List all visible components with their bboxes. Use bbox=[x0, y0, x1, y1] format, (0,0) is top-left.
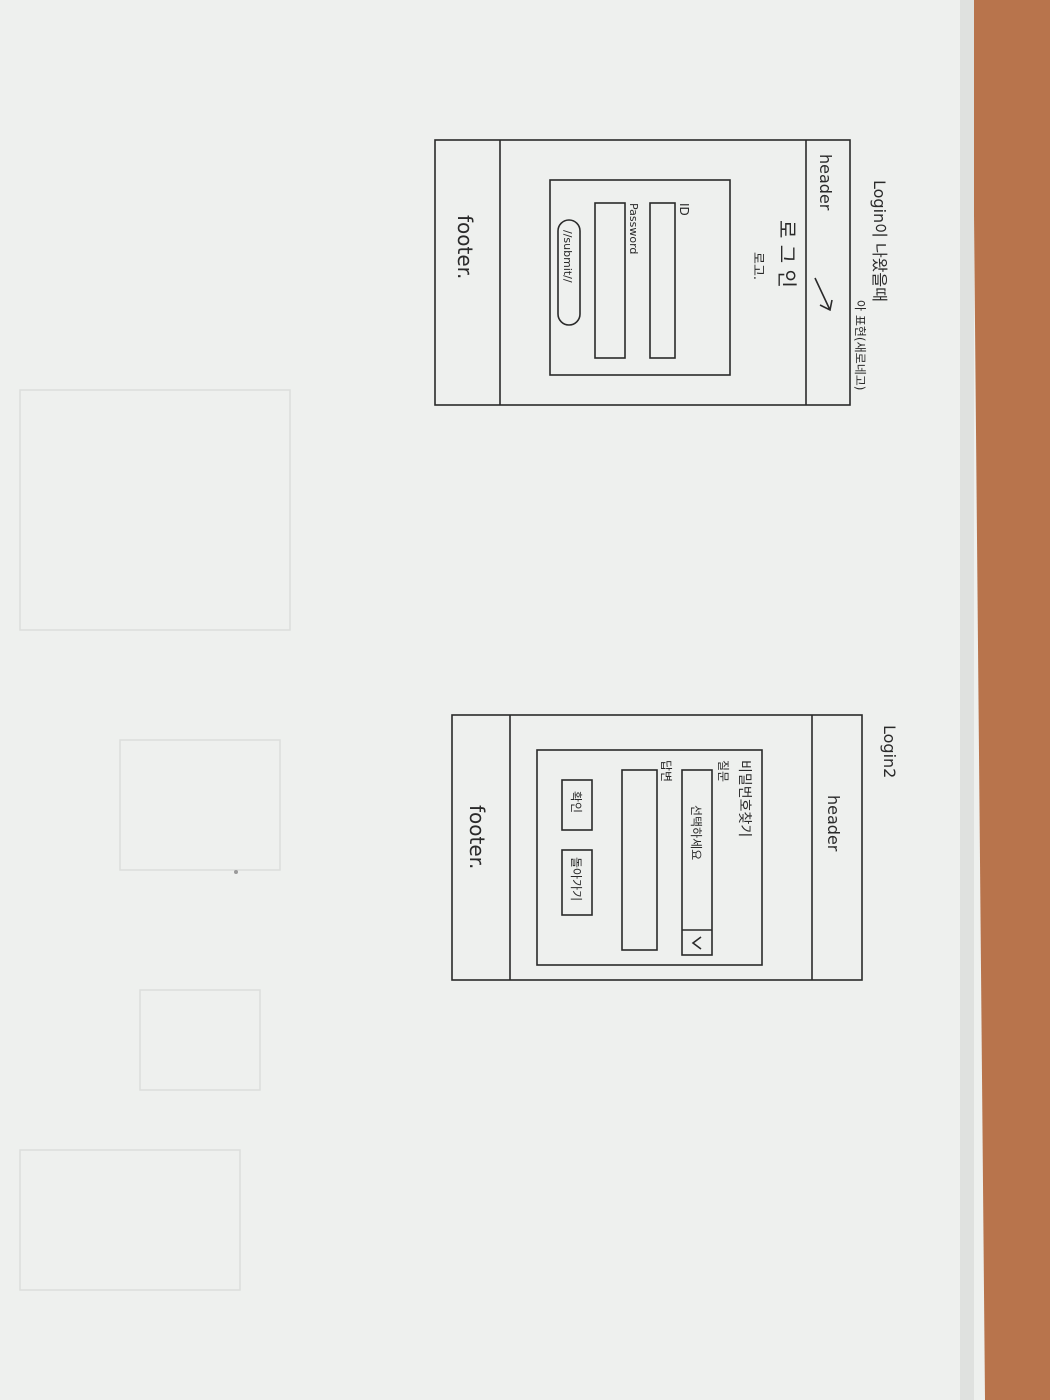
s1-id-input bbox=[649, 202, 676, 359]
s1-arrow bbox=[814, 277, 833, 312]
s2-page-frame bbox=[451, 714, 863, 981]
s2-footer-label: footer. bbox=[465, 805, 489, 869]
s1-heading-sub: 로고. bbox=[750, 252, 765, 280]
s1-title: Login이 나왔을때 bbox=[870, 180, 889, 302]
s2-heading: 비밀번호찾기 bbox=[736, 760, 752, 837]
pencil-dot bbox=[234, 870, 238, 874]
pencil-ghost-marks bbox=[19, 389, 291, 1291]
s2-confirm-label: 확인 bbox=[569, 791, 583, 813]
sketch-1-login: Login이 나왔을때 아 표현(새로네고) header 로 그 인 로고. … bbox=[434, 139, 889, 406]
s2-question-label: 질문 bbox=[716, 760, 730, 782]
s1-id-label: ID bbox=[677, 203, 691, 216]
s2-back-label: 돌아가기 bbox=[569, 857, 583, 901]
s2-title: Login2 bbox=[880, 725, 899, 778]
s2-select-value: 선택하세요 bbox=[689, 805, 703, 860]
s1-note: 아 표현(새로네고) bbox=[853, 300, 867, 390]
s2-back-button bbox=[561, 849, 593, 916]
s1-submit-button bbox=[557, 219, 581, 326]
s1-page-frame bbox=[434, 139, 851, 406]
paper-sheet bbox=[0, 0, 985, 1400]
s2-question-select bbox=[681, 769, 713, 956]
s1-login-box bbox=[549, 179, 731, 376]
s2-form-box bbox=[536, 749, 763, 966]
s1-header-label: header bbox=[816, 154, 835, 211]
s1-footer-label: footer. bbox=[453, 215, 477, 279]
s2-select-chevron-icon bbox=[691, 936, 702, 950]
s2-confirm-button bbox=[561, 779, 593, 831]
s1-heading: 로 그 인 bbox=[775, 220, 799, 288]
sketch-2-find-password: Login2 header 비밀번호찾기 질문 선택하세요 답변 확인 돌아가기… bbox=[451, 714, 899, 981]
s2-answer-input bbox=[621, 769, 658, 951]
s2-answer-label: 답변 bbox=[659, 760, 673, 782]
paper-shadow bbox=[960, 0, 974, 1400]
s2-header-label: header bbox=[824, 795, 843, 852]
s1-password-label: Password bbox=[627, 203, 640, 254]
s1-password-input bbox=[594, 202, 626, 359]
s1-submit-label: //submit// bbox=[561, 230, 574, 283]
